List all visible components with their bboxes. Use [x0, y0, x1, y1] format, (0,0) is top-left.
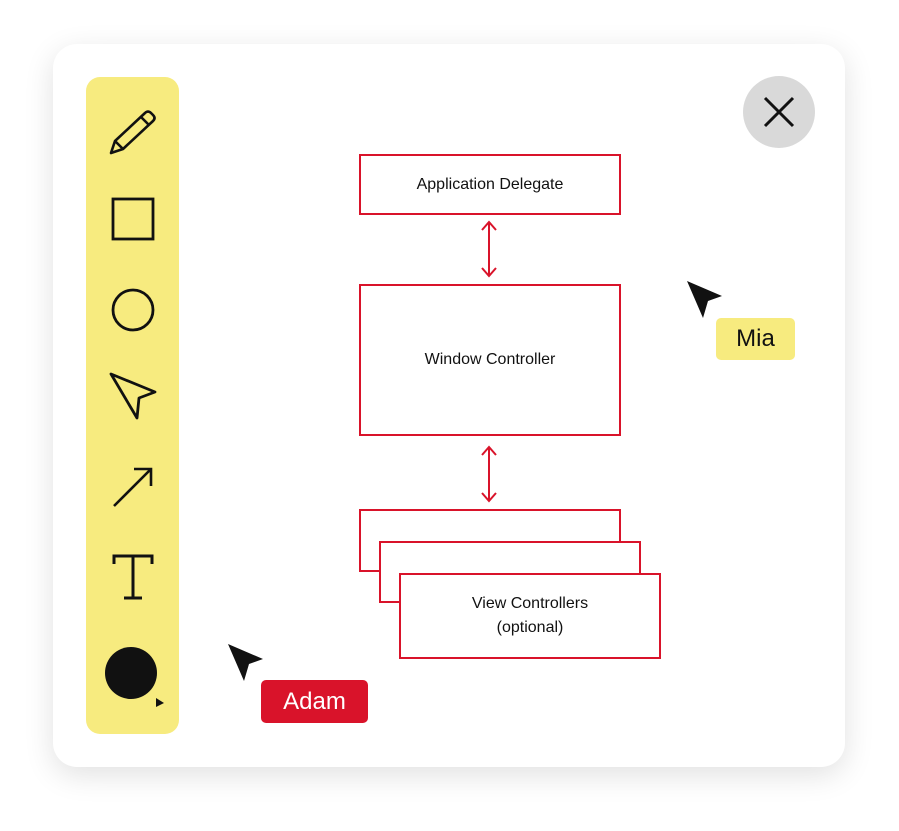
collaborator-label-adam: Adam	[261, 680, 368, 723]
cursor-icon	[109, 372, 156, 420]
circle-icon	[111, 288, 154, 332]
box-label: Window Controller	[424, 351, 556, 368]
ellipse-tool[interactable]	[86, 280, 179, 340]
box-label: Application Delegate	[416, 175, 564, 193]
cursor-icon	[228, 644, 263, 681]
collaborator-name: Mia	[736, 325, 775, 352]
color-swatch-icon	[104, 647, 164, 707]
text-icon	[112, 554, 153, 600]
arrow-icon	[112, 467, 152, 507]
rectangle-icon	[111, 197, 154, 241]
double-arrow-connector	[481, 220, 497, 278]
color-picker[interactable]	[86, 643, 179, 713]
double-arrow-connector	[481, 445, 497, 503]
pencil-tool[interactable]	[86, 101, 179, 161]
collaborator-label-mia: Mia	[716, 318, 795, 360]
close-button[interactable]	[743, 76, 815, 148]
pencil-icon	[109, 110, 156, 155]
cursor-icon	[687, 281, 722, 318]
close-icon	[763, 96, 795, 128]
collaborator-name: Adam	[283, 687, 346, 715]
rectangle-tool[interactable]	[86, 189, 179, 249]
box-sublabel: (optional)	[496, 619, 564, 636]
view-controllers-box[interactable]: View Controllers (optional)	[399, 573, 661, 659]
arrow-tool[interactable]	[86, 457, 179, 517]
application-delegate-box[interactable]: Application Delegate	[359, 154, 621, 215]
window-controller-box[interactable]: Window Controller	[359, 284, 621, 436]
drawing-toolbar	[86, 77, 179, 734]
select-tool[interactable]	[86, 367, 179, 427]
text-tool[interactable]	[86, 547, 179, 607]
box-label: View Controllers	[471, 595, 589, 612]
